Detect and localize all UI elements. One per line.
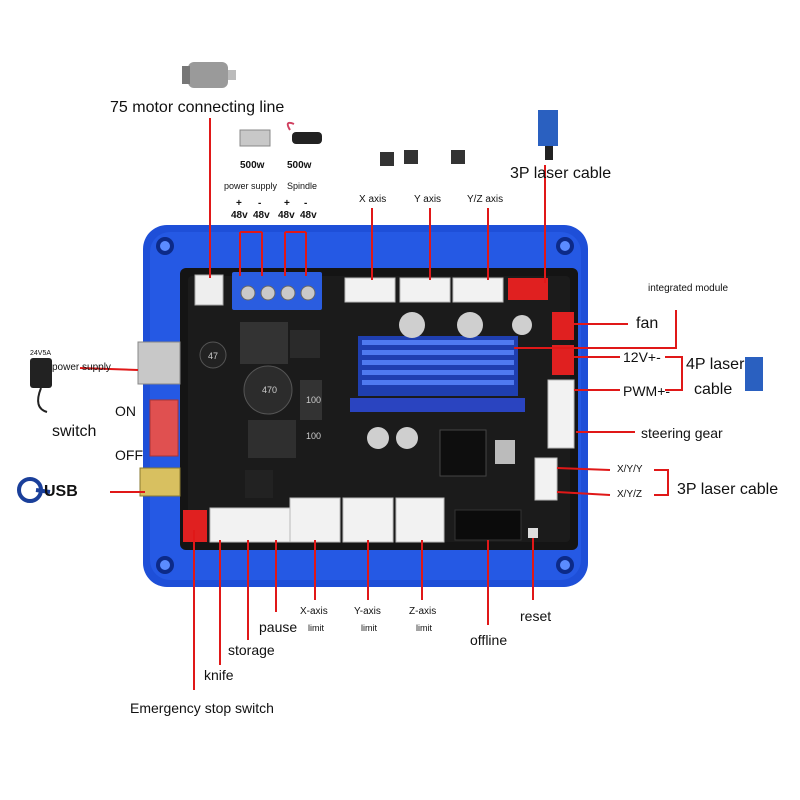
xyz-label: X/Y/Z bbox=[617, 489, 643, 500]
psu-label: power supply bbox=[224, 181, 278, 191]
right-connectors bbox=[534, 312, 575, 501]
emergency-stop-label: Emergency stop switch bbox=[130, 700, 274, 716]
power-supply-icon bbox=[239, 129, 271, 147]
volt-label-3: 48v bbox=[278, 210, 295, 221]
adapter-icon bbox=[30, 358, 52, 413]
fan-label: fan bbox=[636, 315, 659, 332]
12v-label: 12V+- bbox=[623, 349, 661, 365]
power-terminals bbox=[194, 272, 322, 310]
spindle-label: Spindle bbox=[287, 181, 318, 191]
on-label: ON bbox=[115, 403, 136, 419]
usb-label: USB bbox=[44, 483, 78, 500]
components bbox=[199, 312, 532, 498]
storage-label: storage bbox=[228, 642, 275, 658]
callout-lines bbox=[79, 118, 683, 690]
offline-label: offline bbox=[470, 632, 508, 648]
volt-label-4: 48v bbox=[300, 210, 317, 221]
psu-minus-label: - bbox=[258, 198, 262, 209]
reset-label: reset bbox=[520, 608, 552, 624]
volt-label-1: 48v bbox=[231, 210, 248, 221]
psu-watt-label: 500w bbox=[240, 160, 265, 171]
spindle-watt-label: 500w bbox=[287, 160, 312, 171]
volt-label-2: 48v bbox=[253, 210, 270, 221]
z-limit-label-a: Z-axis bbox=[409, 606, 437, 617]
spindle-icon bbox=[286, 121, 322, 144]
steering-gear-label: steering gear bbox=[641, 425, 723, 441]
cap-mark-c: 100 bbox=[306, 431, 322, 441]
top-connectors bbox=[344, 277, 548, 303]
switch-label: switch bbox=[52, 423, 97, 440]
z-limit-label-b: limit bbox=[416, 623, 432, 633]
laser-4p-label-a: 4P laser bbox=[686, 356, 745, 373]
laser-4p-label-b: cable bbox=[694, 381, 733, 398]
laser-3p-right-label: 3P laser cable bbox=[677, 481, 779, 498]
pwm-label: PWM+- bbox=[623, 383, 671, 399]
power-supply-label: power supply bbox=[52, 362, 111, 373]
adapter-text: 24V5A bbox=[30, 350, 52, 357]
x-limit-label-b: limit bbox=[308, 623, 324, 633]
pause-label: pause bbox=[259, 619, 298, 635]
x-axis-label: X axis bbox=[359, 194, 387, 205]
spindle-minus-label: - bbox=[304, 198, 308, 209]
motor-icon bbox=[182, 62, 236, 88]
yz-axis-label: Y/Z axis bbox=[467, 194, 504, 205]
motor-line-label: 75 motor connecting line bbox=[110, 99, 285, 116]
psu-plus-label: + bbox=[236, 198, 242, 209]
driver-heatsink bbox=[350, 336, 525, 412]
y-limit-label-b: limit bbox=[361, 623, 377, 633]
left-ports bbox=[137, 341, 181, 497]
cap-mark-b: 100 bbox=[306, 395, 322, 405]
knife-label: knife bbox=[204, 667, 234, 683]
off-label: OFF bbox=[115, 447, 143, 463]
integrated-module-label: integrated module bbox=[648, 283, 729, 294]
laser-module-icon bbox=[538, 110, 763, 391]
bottom-connectors bbox=[183, 497, 538, 543]
laser-3p-top-label: 3P laser cable bbox=[510, 165, 612, 182]
stepper-motor-icon bbox=[380, 150, 465, 166]
x-limit-label-a: X-axis bbox=[300, 606, 328, 617]
spindle-plus-label: + bbox=[284, 198, 290, 209]
y-axis-label: Y axis bbox=[414, 194, 442, 205]
xyy-label: X/Y/Y bbox=[617, 464, 643, 475]
usb-cable-icon bbox=[17, 477, 51, 503]
y-limit-label-a: Y-axis bbox=[354, 606, 381, 617]
inductor-mark: 470 bbox=[262, 385, 278, 395]
cap-mark-a: 47 bbox=[208, 351, 219, 361]
